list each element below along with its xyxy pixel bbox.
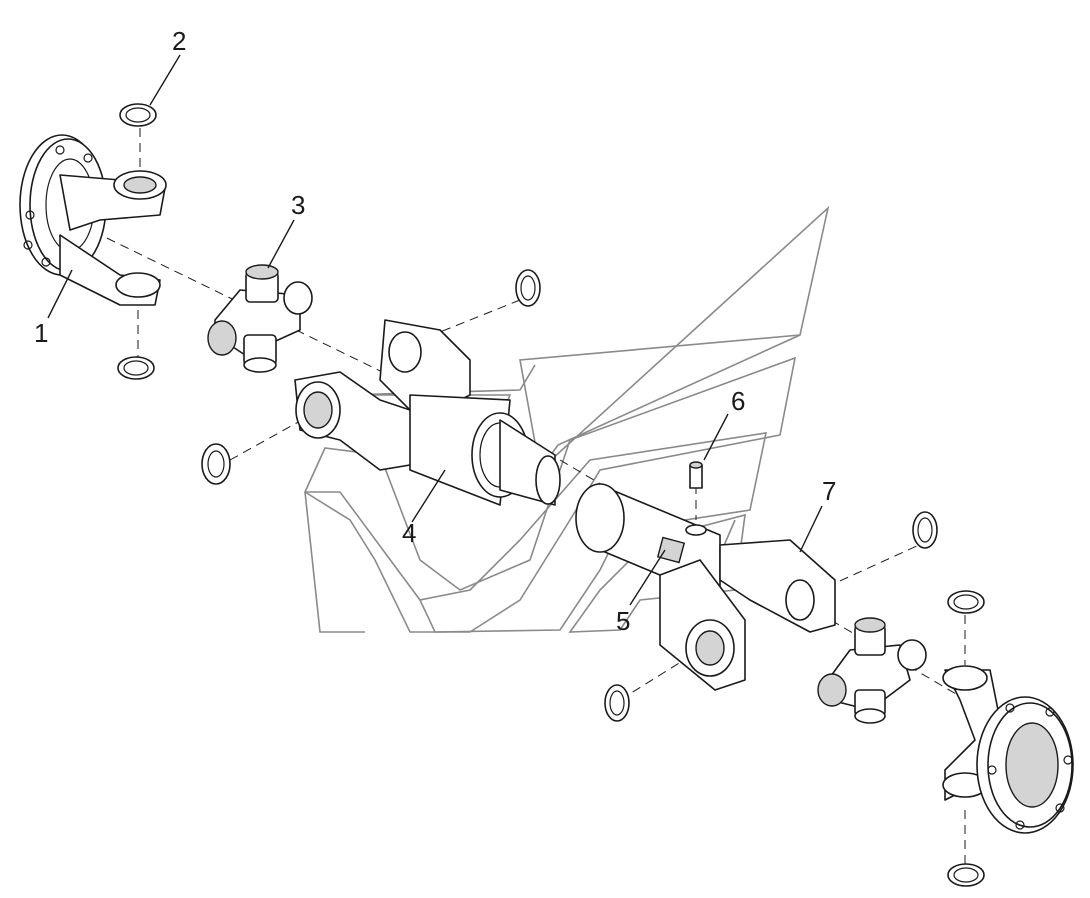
snap-ring-top-right <box>947 590 985 614</box>
callouts: 1 2 3 4 5 6 7 <box>34 26 836 636</box>
snap-ring-bottom-right <box>947 863 985 887</box>
callout-3: 3 <box>291 190 305 220</box>
snap-ring-bottom-left <box>117 356 155 380</box>
snap-ring-top-left <box>119 103 157 127</box>
snap-ring-right-mid <box>912 511 938 549</box>
callout-4: 4 <box>402 518 416 548</box>
snap-ring-left-mid <box>201 443 231 485</box>
slip-yoke-shaft <box>294 319 561 506</box>
leader-lines <box>47 54 823 606</box>
callout-5: 5 <box>616 606 630 636</box>
snap-ring-lower-mid <box>604 684 630 722</box>
snap-ring-group <box>117 103 985 887</box>
snap-ring-upper-mid <box>515 269 541 307</box>
universal-joint-cross-left <box>207 264 313 373</box>
grease-fitting <box>689 461 703 489</box>
callout-1: 1 <box>34 318 48 348</box>
yoke-right <box>659 539 836 691</box>
callout-6: 6 <box>731 386 745 416</box>
callout-2: 2 <box>172 26 186 56</box>
flange-yoke-right <box>942 665 1074 834</box>
callout-7: 7 <box>822 476 836 506</box>
universal-joint-cross-right <box>817 617 927 724</box>
flange-yoke-left <box>19 134 167 306</box>
